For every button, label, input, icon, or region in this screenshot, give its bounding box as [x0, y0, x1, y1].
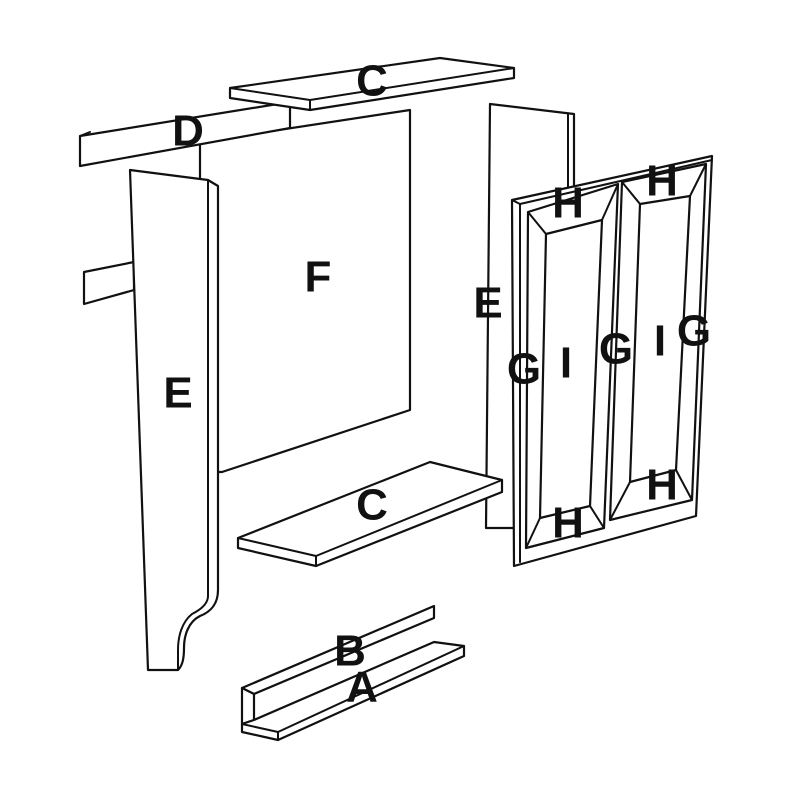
label-door-panel-left: I	[560, 339, 572, 388]
label-door-stile-left: G	[507, 345, 541, 394]
bottom-shelf	[236, 460, 504, 568]
left-side-panel	[128, 168, 220, 672]
top-shelf	[228, 56, 516, 112]
label-door-bottom-left: H	[552, 499, 584, 548]
label-door-top-left: H	[552, 179, 584, 228]
label-back-panel: F	[305, 253, 332, 302]
label-bottom-shelf: C	[356, 481, 388, 530]
label-top-shelf: C	[356, 57, 388, 106]
rail-d	[78, 100, 292, 168]
label-ledge-a: A	[346, 663, 378, 712]
label-door-stile-middle: G	[599, 325, 633, 374]
label-left-side: E	[163, 369, 192, 418]
label-ledge-b: B	[334, 627, 366, 676]
label-door-panel-right: I	[654, 317, 666, 366]
label-right-side: E	[473, 279, 502, 328]
ledge-assembly	[240, 604, 466, 742]
label-rail: D	[172, 107, 204, 156]
label-door-bottom-right: H	[646, 461, 678, 510]
label-door-top-right: H	[646, 157, 678, 206]
door	[510, 154, 714, 568]
peg	[82, 260, 136, 306]
label-door-stile-right: G	[677, 307, 711, 356]
